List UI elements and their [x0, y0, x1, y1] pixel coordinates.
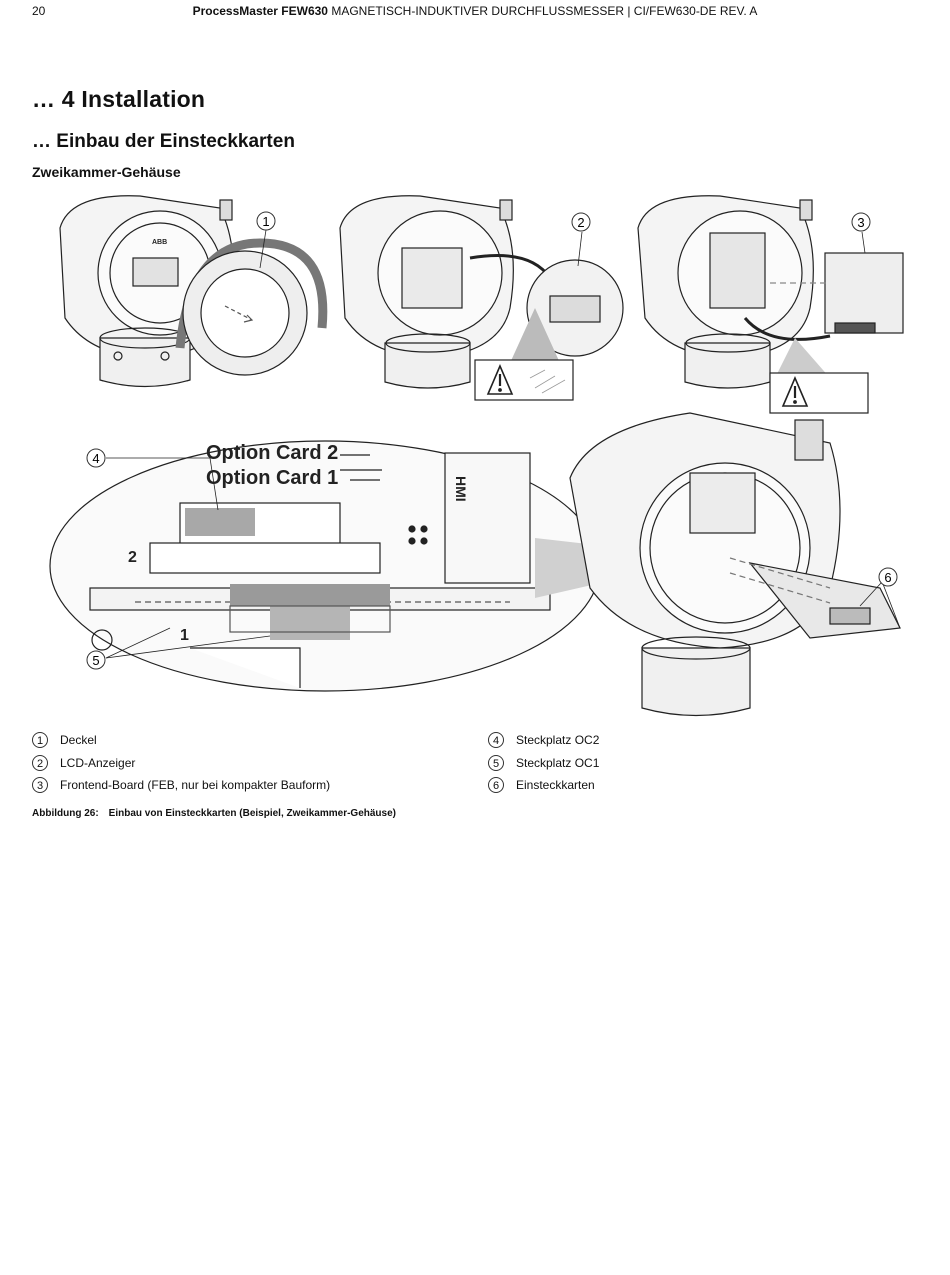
legend-text: Steckplatz OC2	[516, 733, 600, 747]
housing-panel-3	[637, 195, 904, 414]
product-name: ProcessMaster FEW630	[192, 4, 328, 18]
legend-number: 1	[32, 732, 48, 748]
page-number: 20	[32, 4, 46, 18]
slot-detail-view	[49, 440, 601, 692]
legend-number: 6	[488, 777, 504, 793]
figure-caption-text: Einbau von Einsteckkarten (Beispiel, Zwe…	[108, 808, 396, 819]
slot-1-label: 1	[180, 627, 189, 644]
callout-leader-5a	[105, 635, 271, 659]
legend-text: Steckplatz OC1	[516, 756, 600, 770]
subsection-heading: Zweikammer-Gehäuse	[32, 164, 181, 180]
figure-caption: Abbildung 26: Einbau von Einsteckkarten (…	[32, 808, 396, 819]
callout-leader-1	[259, 229, 267, 269]
installation-figure: 1 2 3 4 5 6 Option Card 2 Option Card 1 …	[49, 195, 904, 717]
callout-3: 3	[857, 215, 864, 230]
legend-text: LCD-Anzeiger	[60, 756, 136, 770]
legend-item: 1 Deckel	[32, 732, 97, 748]
callout-leader-6b	[882, 583, 901, 629]
section-heading: … Einbau der Einsteckkarten	[32, 131, 295, 152]
legend-number: 4	[488, 732, 504, 748]
legend-text: Frontend-Board (FEB, nur bei kompakter B…	[60, 778, 331, 792]
document-id: MAGNETISCH-INDUKTIVER DURCHFLUSSMESSER |…	[327, 4, 758, 18]
slot-2-label: 2	[128, 549, 137, 566]
callout-1: 1	[262, 214, 269, 229]
running-header: ProcessMaster FEW630 MAGNETISCH-INDUKTIV…	[0, 4, 950, 18]
legend-text: Einsteckkarten	[516, 778, 595, 792]
callout-leader-5b	[105, 627, 171, 659]
figure-caption-label: Abbildung 26:	[32, 808, 99, 819]
callout-5: 5	[92, 653, 99, 668]
legend-item: 6 Einsteckkarten	[488, 777, 595, 793]
callout-6: 6	[884, 570, 891, 585]
abb-logo-text: ABB	[152, 239, 167, 246]
callout-leader-3	[861, 231, 866, 254]
callout-leader-6a	[859, 582, 882, 607]
legend-number: 3	[32, 777, 48, 793]
housing-panel-2	[339, 195, 624, 401]
chapter-heading: … 4 Installation	[32, 86, 206, 112]
legend-item: 4 Steckplatz OC2	[488, 732, 599, 748]
option-card-2-label: Option Card 2	[206, 442, 338, 464]
legend-item: 3 Frontend-Board (FEB, nur bei kompakter…	[32, 777, 330, 793]
housing-panel-1	[59, 195, 328, 388]
housing-detail-large	[569, 412, 901, 717]
legend-text: Deckel	[60, 733, 97, 747]
callout-2: 2	[577, 215, 584, 230]
hmi-label: HMI	[453, 476, 469, 502]
legend-number: 2	[32, 755, 48, 771]
callout-leader-4b	[209, 457, 219, 511]
legend-number: 5	[488, 755, 504, 771]
callout-4: 4	[92, 451, 99, 466]
option-card-1-label: Option Card 1	[206, 467, 338, 489]
legend-item: 5 Steckplatz OC1	[488, 755, 599, 771]
legend-item: 2 LCD-Anzeiger	[32, 755, 135, 771]
callout-leader-2	[577, 231, 583, 267]
